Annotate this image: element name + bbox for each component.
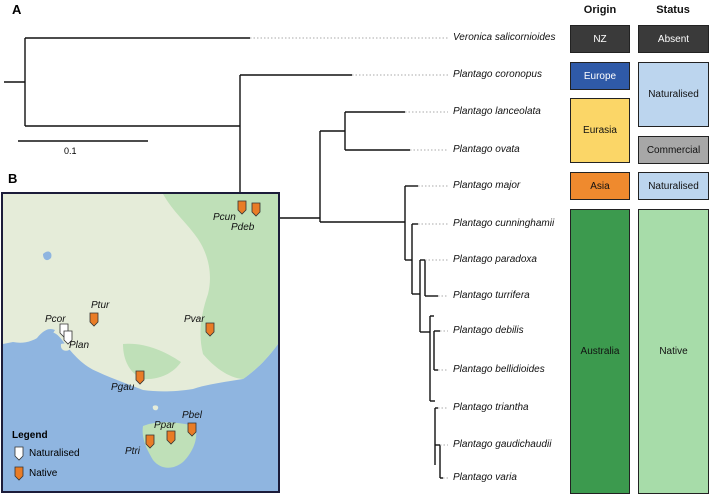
marker-pvar xyxy=(205,322,215,337)
map-background xyxy=(3,194,278,468)
site-label: Pgau xyxy=(111,382,135,393)
status-box-naturalised: Naturalised xyxy=(638,172,709,200)
scale-bar-label: 0.1 xyxy=(64,146,77,156)
status-box-commercial: Commercial xyxy=(638,136,709,164)
status-box-absent: Absent xyxy=(638,25,709,53)
site-label: Pdeb xyxy=(231,222,255,233)
origin-column-header: Origin xyxy=(583,4,617,16)
taxon-label: Plantago turrifera xyxy=(453,290,530,301)
marker-ppar xyxy=(166,430,176,445)
taxon-label: Plantago debilis xyxy=(453,325,524,336)
taxon-label: Plantago paradoxa xyxy=(453,254,537,265)
legend-title: Legend xyxy=(12,430,48,441)
taxon-label: Plantago ovata xyxy=(453,144,520,155)
taxon-label: Veronica salicornioides xyxy=(453,32,556,43)
legend-native-label: Native xyxy=(29,468,58,479)
site-label: Pcor xyxy=(45,314,66,325)
site-label: Plan xyxy=(69,340,90,351)
marker-pbel xyxy=(187,422,197,437)
site-label: Ptri xyxy=(125,446,140,457)
site-label: Pvar xyxy=(184,314,205,325)
taxon-label: Plantago major xyxy=(453,180,521,191)
taxon-label: Plantago varia xyxy=(453,472,517,483)
marker-pdeb xyxy=(251,202,261,217)
phylogenetic-tree xyxy=(4,37,443,479)
marker-plan xyxy=(63,330,73,345)
taxon-label: Plantago bellidioides xyxy=(453,364,545,375)
taxon-label: Plantago lanceolata xyxy=(453,106,541,117)
marker-pgau xyxy=(135,370,145,385)
marker-ptri xyxy=(145,434,155,449)
origin-box-australia: Australia xyxy=(570,209,630,494)
origin-box-eurasia: Eurasia xyxy=(570,98,630,163)
panel-label-b: B xyxy=(8,171,18,186)
marker-ptur xyxy=(89,312,99,327)
site-label: Pbel xyxy=(182,410,203,421)
site-label: Ptur xyxy=(91,300,110,311)
taxon-label: Plantago coronopus xyxy=(453,69,542,80)
taxon-label: Plantago triantha xyxy=(453,402,529,413)
status-column-header: Status xyxy=(656,4,690,16)
legend-native-marker xyxy=(14,466,24,481)
status-box-native: Native xyxy=(638,209,709,494)
status-box-naturalised: Naturalised xyxy=(638,62,709,127)
taxon-label: Plantago cunninghamii xyxy=(453,218,555,229)
legend-naturalised-label: Naturalised xyxy=(29,448,80,459)
origin-box-asia: Asia xyxy=(570,172,630,200)
site-markers xyxy=(14,200,261,481)
legend-naturalised-marker xyxy=(14,446,24,461)
origin-box-europe: Europe xyxy=(570,62,630,90)
site-label: Ppar xyxy=(154,420,176,431)
marker-pcun xyxy=(237,200,247,215)
leader-lines xyxy=(250,37,448,479)
site-label: Pcun xyxy=(213,212,236,223)
distribution-map: Pcun Pdeb Ptur Pcor Plan Pvar Pgau Ppar … xyxy=(1,192,280,493)
panel-label-a: A xyxy=(12,2,22,17)
origin-box-nz: NZ xyxy=(570,25,630,53)
taxon-label: Plantago gaudichaudii xyxy=(453,439,552,450)
